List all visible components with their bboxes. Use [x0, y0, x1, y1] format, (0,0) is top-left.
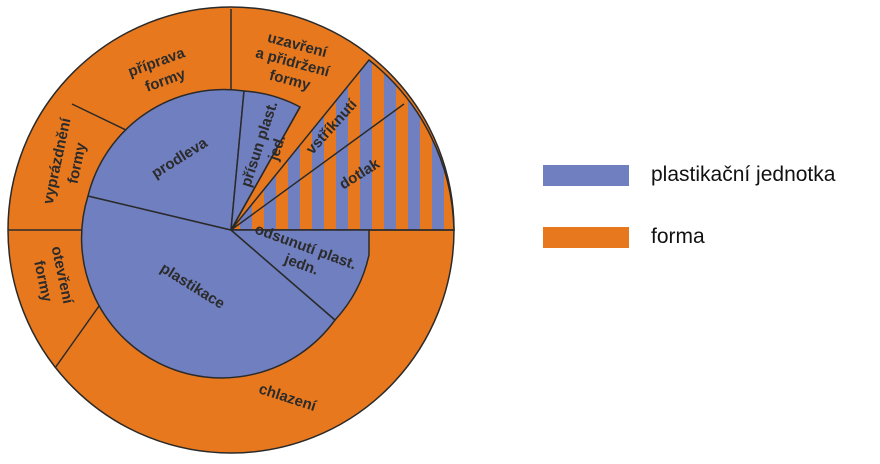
striped-wedge — [229, 58, 455, 231]
legend-item-mold: forma — [543, 220, 873, 254]
striped-divider — [230, 106, 301, 231]
striped-divider — [230, 103, 405, 231]
legend-swatch-plastic-unit — [543, 164, 629, 186]
segment-plastikace — [80, 195, 337, 379]
inner-ring — [80, 88, 370, 379]
segment-odsunuti — [228, 229, 370, 322]
legend-item-plastic-unit: plastikační jednotka — [543, 158, 873, 192]
outer-divider — [71, 103, 129, 132]
cycle-ring-diagram: prodleva přísun plast. jed. vstříknutí d… — [7, 6, 455, 454]
legend-label-mold: forma — [651, 225, 705, 248]
legend-swatch-mold — [543, 226, 629, 248]
legend: plastikační jednotka forma — [543, 158, 873, 282]
segment-prodleva — [87, 88, 245, 231]
legend-label-plastic-unit: plastikační jednotka — [651, 163, 836, 186]
